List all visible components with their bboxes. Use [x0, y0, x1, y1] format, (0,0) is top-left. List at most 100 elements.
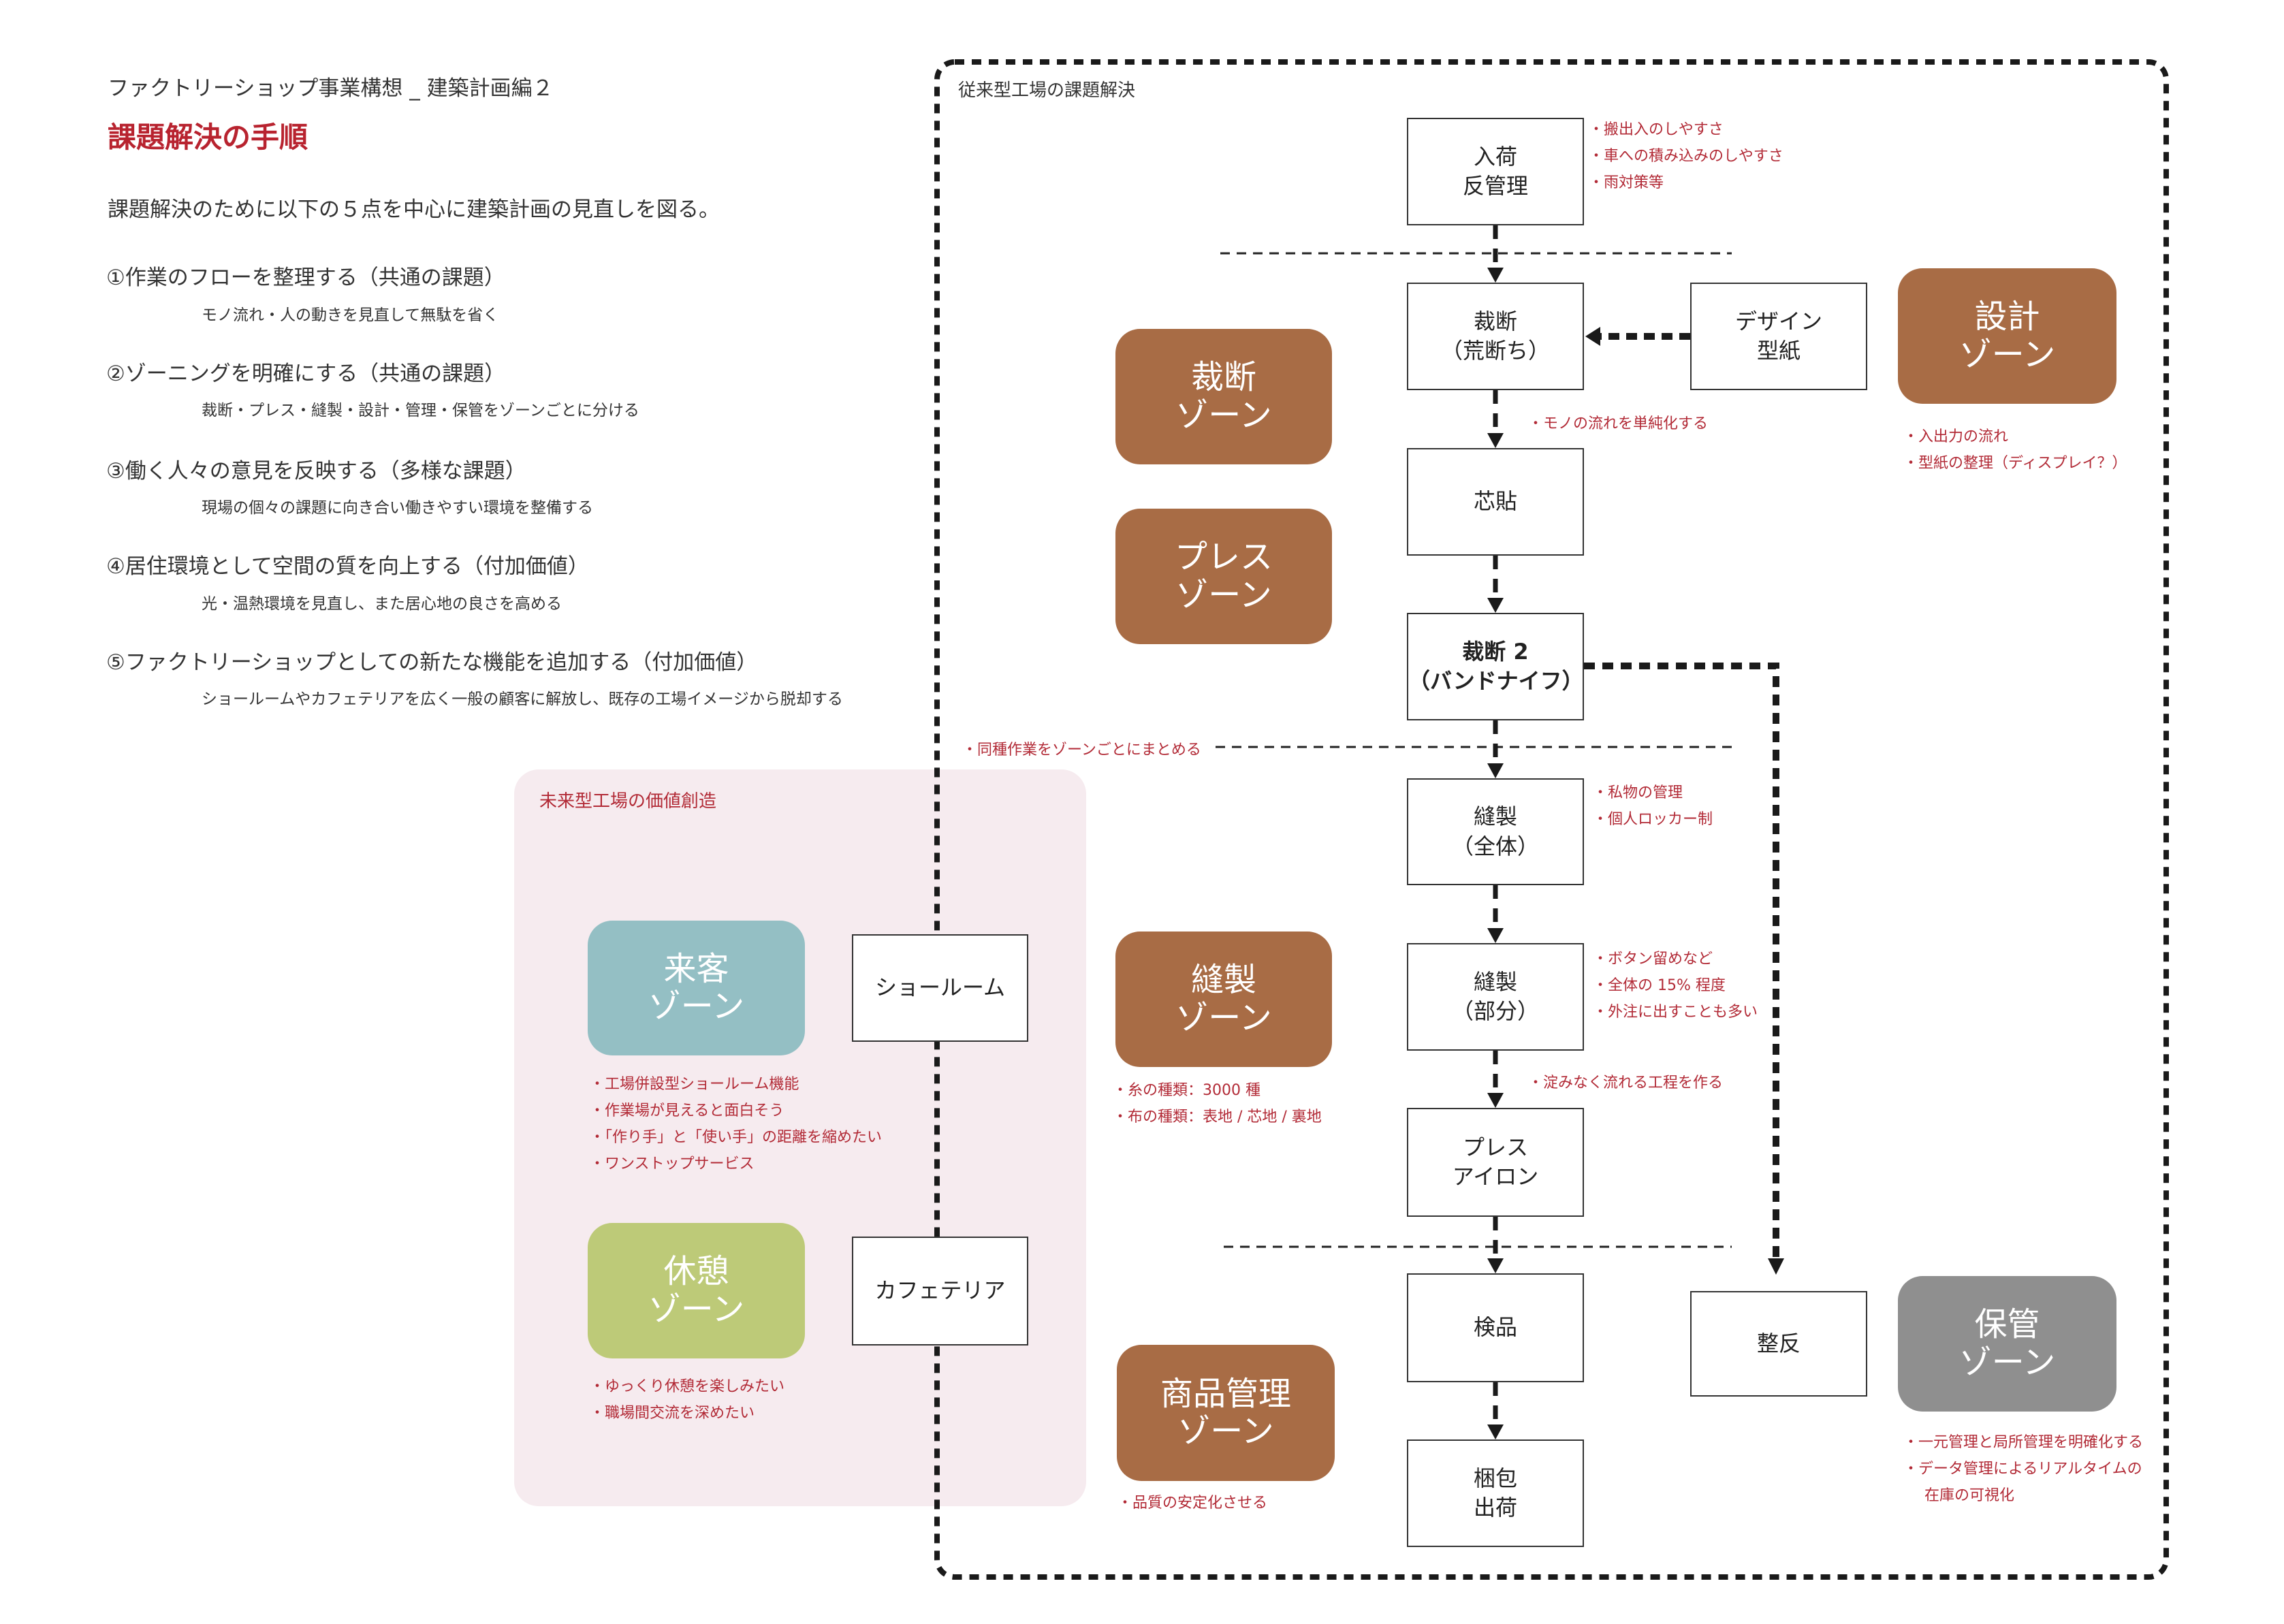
- arrow-down-icon: [1487, 928, 1504, 943]
- arrow-left-icon: [1585, 327, 1600, 346]
- process-rough-cutting[interactable]: 裁断 （荒断ち）: [1407, 283, 1584, 390]
- item-detail-2: 裁断・プレス・縫製・設計・管理・保管をゾーンごとに分ける: [202, 402, 639, 419]
- process-inspection[interactable]: 検品: [1407, 1273, 1584, 1382]
- process-label: （全体）: [1451, 833, 1539, 859]
- facility-label: ショールーム: [874, 974, 1006, 1001]
- process-label: （部分）: [1451, 998, 1539, 1024]
- note: ・「作り手」と「使い手」の距離を縮めたい: [590, 1129, 883, 1146]
- process-label: 入荷: [1473, 143, 1517, 170]
- zone-label: 裁断: [1190, 358, 1256, 397]
- arrow-down-icon: [1487, 433, 1504, 448]
- process-label: （荒断ち）: [1440, 338, 1550, 364]
- flow-arrowheads: [1487, 268, 1504, 1439]
- document-subtitle: ファクトリーショップ事業構想 _ 建築計画編２: [108, 76, 554, 101]
- zone-design[interactable]: 設計 ゾーン: [1898, 268, 2116, 404]
- process-label: 縫製: [1473, 803, 1517, 830]
- zone-label: ゾーン: [1175, 396, 1272, 434]
- item-heading-3: ③働く人々の意見を反映する（多様な課題）: [106, 459, 526, 483]
- process-interlining[interactable]: 芯貼: [1407, 448, 1584, 556]
- zone-label: 設計: [1974, 298, 2040, 336]
- note: ・雨対策等: [1589, 174, 1664, 191]
- zone-label: ゾーン: [1175, 575, 1272, 614]
- zone-label: 保管: [1974, 1305, 2040, 1344]
- process-packing-shipping[interactable]: 梱包 出荷: [1407, 1439, 1584, 1547]
- process-label: デザイン: [1734, 308, 1822, 334]
- note: ・私物の管理: [1593, 784, 1683, 801]
- process-label: （バンドナイフ）: [1408, 668, 1584, 694]
- note: ・糸の種類：3000 種: [1113, 1082, 1260, 1099]
- zone-storage[interactable]: 保管 ゾーン: [1898, 1276, 2116, 1412]
- process-receiving[interactable]: 入荷 反管理: [1407, 118, 1584, 225]
- note: ・個人ロッカー制: [1593, 811, 1713, 828]
- future-factory-label: 未来型工場の価値創造: [539, 791, 717, 812]
- item-detail-5: ショールームやカフェテリアを広く一般の顧客に解放し、既存の工場イメージから脱却す…: [202, 690, 843, 708]
- process-label: 裁断: [1473, 308, 1517, 334]
- note: ・一元管理と局所管理を明確化する: [1903, 1434, 2144, 1451]
- arrow-down-icon: [1487, 1424, 1504, 1439]
- note: ・淀みなく流れる工程を作る: [1528, 1074, 1724, 1092]
- future-factory-area: [514, 769, 1086, 1506]
- page-title: 課題解決の手順: [108, 121, 308, 154]
- note: ・ゆっくり休憩を楽しみたい: [590, 1378, 785, 1395]
- process-label: 裁断 2: [1462, 638, 1529, 665]
- zone-label: 商品管理: [1160, 1374, 1291, 1413]
- item-detail-1: モノ流れ・人の動きを見直して無駄を省く: [202, 306, 499, 324]
- item-heading-4: ④居住環境として空間の質を向上する（付加価値）: [106, 554, 589, 579]
- arrow-down-icon: [1487, 1093, 1504, 1108]
- process-label: アイロン: [1452, 1164, 1539, 1190]
- note: ・品質の安定化させる: [1117, 1495, 1268, 1512]
- intro-text: 課題解決のために以下の５点を中心に建築計画の見直しを図る。: [108, 197, 720, 222]
- zone-label: 休憩: [663, 1252, 729, 1291]
- note: ・工場併設型ショールーム機能: [590, 1076, 799, 1093]
- arrow-down-icon: [1487, 763, 1504, 778]
- zone-label: ゾーン: [1175, 998, 1272, 1037]
- note: 在庫の可視化: [1924, 1487, 2015, 1504]
- zone-label: ゾーン: [648, 987, 745, 1025]
- zone-product-management[interactable]: 商品管理 ゾーン: [1117, 1345, 1335, 1481]
- process-sewing-all[interactable]: 縫製 （全体）: [1407, 778, 1584, 885]
- process-label: 型紙: [1756, 338, 1801, 364]
- zone-label: ゾーン: [1958, 335, 2056, 374]
- process-label: 検品: [1473, 1314, 1517, 1341]
- arrow-down-icon: [1487, 598, 1504, 613]
- note: ・職場間交流を深めたい: [590, 1405, 755, 1422]
- note: ・全体の 15% 程度: [1593, 977, 1726, 994]
- process-press-iron[interactable]: プレス アイロン: [1407, 1108, 1584, 1217]
- process-label: 反管理: [1462, 173, 1528, 199]
- zone-press[interactable]: プレス ゾーン: [1115, 509, 1332, 644]
- zone-label: 来客: [663, 949, 729, 988]
- note: ・入出力の流れ: [1903, 428, 2009, 445]
- item-heading-1: ①作業のフローを整理する（共通の課題）: [106, 266, 505, 290]
- zone-cutting[interactable]: 裁断 ゾーン: [1115, 329, 1332, 464]
- zone-label: ゾーン: [648, 1290, 745, 1328]
- zone-visitor[interactable]: 来客 ゾーン: [588, 921, 805, 1055]
- note: ・型紙の整理（ディスプレイ？）: [1903, 455, 2127, 472]
- zone-label: ゾーン: [1177, 1412, 1274, 1450]
- process-sewing-part[interactable]: 縫製 （部分）: [1407, 943, 1584, 1051]
- zone-label: ゾーン: [1958, 1343, 2056, 1382]
- facility-showroom[interactable]: ショールーム: [852, 934, 1028, 1042]
- arrow-down-icon: [1487, 1258, 1504, 1273]
- note: ・ボタン留めなど: [1593, 951, 1713, 968]
- conventional-area-label: 従来型工場の課題解決: [958, 80, 1136, 101]
- note: ・ワンストップサービス: [590, 1156, 755, 1173]
- process-label: 整反: [1756, 1330, 1801, 1356]
- item-detail-4: 光・温熱環境を見直し、また居心地の良さを高める: [202, 595, 562, 613]
- note: ・作業場が見えると面白そう: [590, 1102, 784, 1119]
- facility-cafeteria[interactable]: カフェテリア: [852, 1237, 1028, 1346]
- conventional-area-boundary: [934, 59, 2169, 1580]
- zone-rest[interactable]: 休憩 ゾーン: [588, 1223, 805, 1358]
- process-label: 芯貼: [1473, 488, 1517, 515]
- process-band-knife-cutting[interactable]: 裁断 2 （バンドナイフ）: [1407, 613, 1584, 720]
- note: ・車への積み込みのしやすさ: [1589, 148, 1783, 165]
- note: ・データ管理によるリアルタイムの: [1903, 1461, 2142, 1478]
- zone-label: プレス: [1174, 538, 1273, 577]
- note: ・布の種類：表地 / 芯地 / 裏地: [1113, 1109, 1322, 1126]
- process-design-pattern[interactable]: デザイン 型紙: [1690, 283, 1867, 390]
- note: ・同種作業をゾーンごとにまとめる: [962, 742, 1201, 759]
- process-fabric-inspection[interactable]: 整反: [1690, 1291, 1867, 1397]
- zone-sewing[interactable]: 縫製 ゾーン: [1115, 932, 1332, 1067]
- item-detail-3: 現場の個々の課題に向き合い働きやすい環境を整備する: [202, 499, 593, 517]
- zone-label: 縫製: [1190, 961, 1256, 1000]
